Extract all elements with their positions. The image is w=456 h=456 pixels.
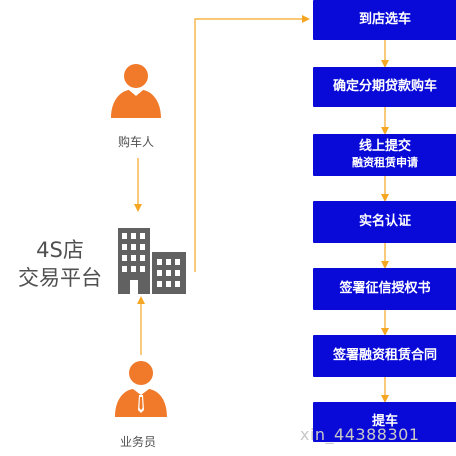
step-1-label: 到店选车 — [358, 11, 411, 27]
step-1-box: 到店选车 — [313, 0, 456, 40]
step-2-box: 确定分期贷款购车 — [313, 67, 456, 107]
platform-label: 4S店 交易平台 — [6, 236, 114, 292]
step-5-label: 签署征信授权书 — [339, 280, 431, 296]
step-7-label: 提车 — [371, 413, 398, 429]
step-7-box: 提车 — [313, 402, 456, 442]
step-4-label: 实名认证 — [358, 213, 411, 229]
step-6-box: 签署融资租赁合同 — [313, 335, 456, 377]
step-5-box: 签署征信授权书 — [313, 268, 456, 310]
step-2-label: 确定分期贷款购车 — [332, 78, 437, 94]
watermark: xin_44388301 — [300, 425, 420, 444]
platform-label-line2: 交易平台 — [18, 266, 102, 290]
building-icon — [118, 228, 186, 294]
step-3-box: 线上提交 融资租赁申请 — [313, 134, 456, 176]
platform-label-line1: 4S店 — [36, 238, 84, 262]
step-4-box: 实名认证 — [313, 201, 456, 243]
arrow-platform-to-steps — [194, 15, 310, 272]
buyer-person-icon — [111, 64, 161, 118]
salesperson-person-icon — [115, 361, 167, 417]
step-3-label: 线上提交 — [358, 139, 411, 155]
salesperson-label: 业务员 — [120, 435, 157, 449]
step-6-label: 签署融资租赁合同 — [332, 347, 437, 363]
step-3-sublabel: 融资租赁申请 — [352, 156, 418, 170]
buyer-label: 购车人 — [118, 135, 155, 149]
